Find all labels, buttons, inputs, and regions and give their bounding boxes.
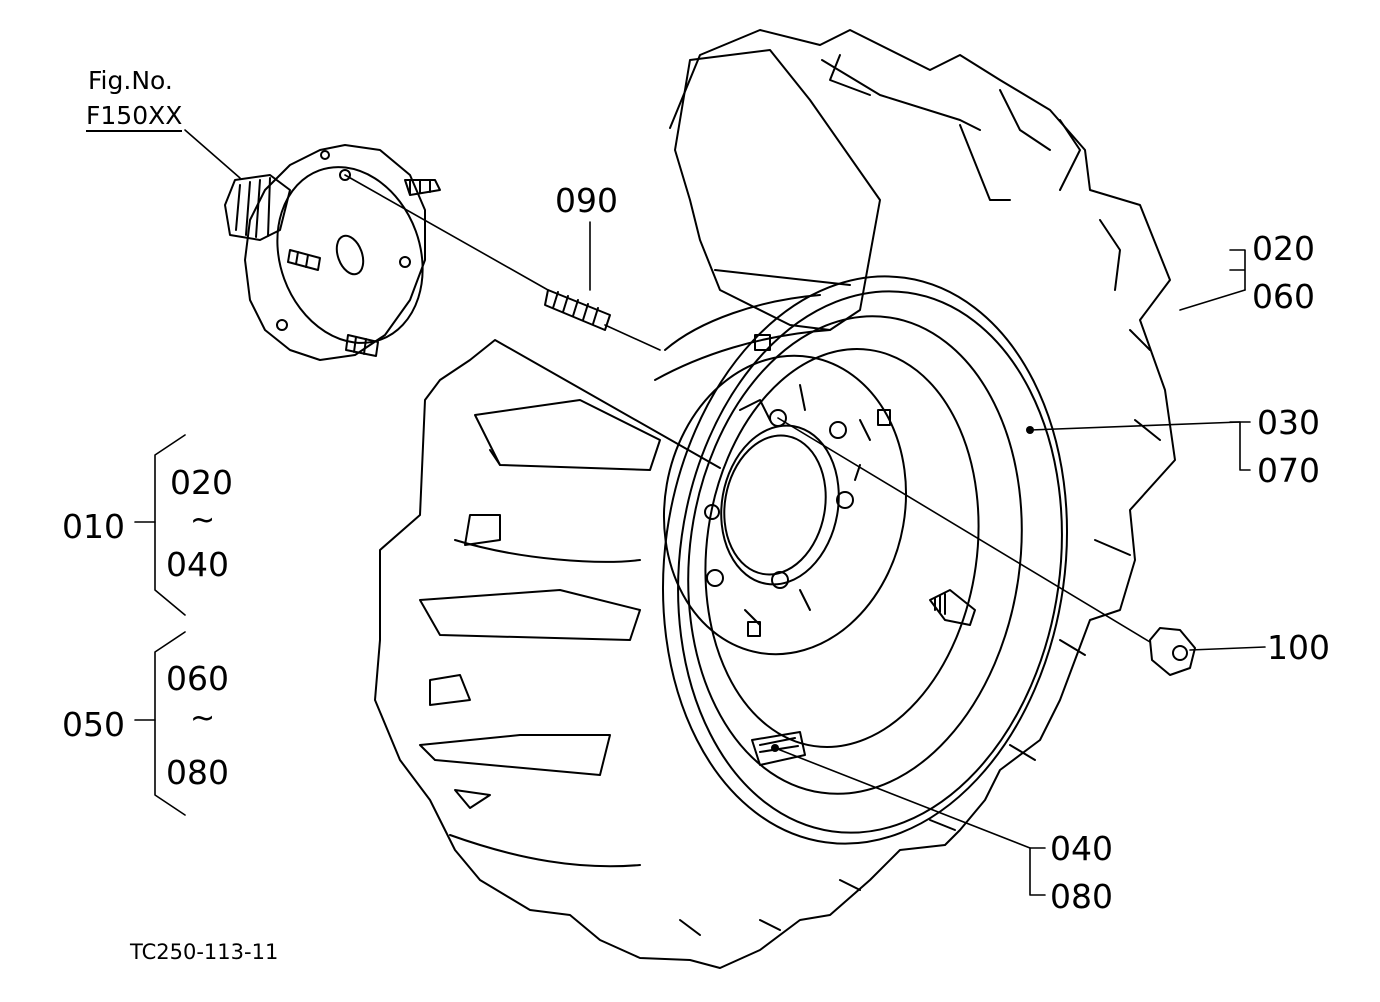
group-010-label: 010 [62, 507, 125, 546]
wheel-disc [662, 354, 908, 656]
group-010-from: 020 [170, 463, 233, 502]
group-050-to: 080 [166, 753, 229, 792]
tire-drawing [374, 29, 1176, 969]
hub-center-hole [335, 234, 365, 276]
callout-040: 040 [1050, 829, 1113, 868]
hub-stud [287, 249, 321, 271]
group-050-tilde: ~ [190, 701, 216, 736]
group-010-to: 040 [166, 545, 229, 584]
tire-outline [374, 29, 1176, 969]
valve-stem [929, 589, 976, 626]
fig-no-value: F150XX [86, 101, 183, 132]
group-010-tilde: ~ [190, 503, 216, 538]
callout-090: 090 [555, 181, 618, 220]
center-bore [723, 434, 827, 576]
hub-spline-shaft [224, 174, 291, 241]
fig-no-label: Fig.No. [88, 66, 173, 95]
callout-070: 070 [1257, 451, 1320, 490]
hub-drawing [224, 144, 441, 361]
hub-stud [404, 179, 441, 196]
group-050-label: 050 [62, 705, 125, 744]
callout-030: 030 [1257, 403, 1320, 442]
hub-stud [345, 334, 379, 357]
rim-drawing [662, 275, 1068, 845]
weight-plate [751, 731, 806, 766]
callout-100: 100 [1267, 628, 1330, 667]
leader-lines [134, 129, 1266, 896]
callout-080: 080 [1050, 877, 1113, 916]
stud-bolt-090 [544, 289, 611, 331]
callout-060: 060 [1252, 277, 1315, 316]
leader-dots [771, 426, 1034, 752]
nut-100 [1149, 627, 1196, 676]
hub-flange [244, 144, 426, 361]
rim-outer-edge [662, 275, 1068, 845]
group-050-from: 060 [166, 659, 229, 698]
callout-020: 020 [1252, 229, 1315, 268]
drawing-code: TC250-113-11 [130, 940, 279, 964]
